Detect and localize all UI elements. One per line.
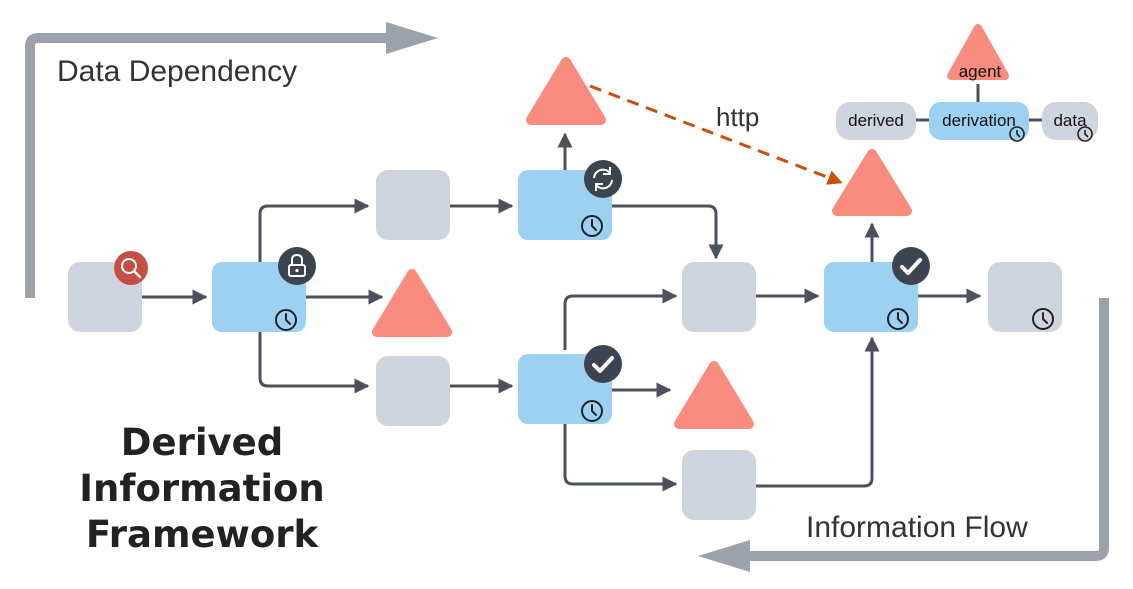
connector-derivation-3-to-data-mid [563, 288, 678, 350]
http-label: http [716, 102, 759, 132]
data-dependency-arrow [25, 22, 438, 298]
legend-agent-shape [947, 24, 1009, 80]
page-title: Derived Information Framework [52, 420, 352, 558]
title-line: Information [79, 467, 325, 510]
connector-data-bottom-to-derivation-4 [756, 336, 880, 488]
refresh-icon[interactable] [584, 160, 622, 198]
legend-derivation-shape [929, 102, 1029, 140]
search-icon[interactable] [114, 251, 148, 285]
http-arrow [589, 84, 843, 185]
clock-icon [887, 308, 909, 330]
data-node-upper[interactable] [376, 170, 450, 240]
derivation-node-1[interactable] [212, 262, 306, 332]
legend: agent derived derivation data [836, 24, 1098, 142]
agents [372, 57, 912, 429]
clock-icon [581, 215, 603, 237]
connector-derivation-1-to-data-upper [258, 198, 370, 262]
legend-data-shape [1042, 102, 1098, 140]
data-node-bottom[interactable] [682, 450, 756, 520]
data-node-mid[interactable] [682, 262, 756, 332]
legend-agent-label: agent [959, 62, 1002, 81]
connector-derivation-3-to-data-bottom [563, 424, 678, 492]
connector-derivation-1-to-data-lower [258, 332, 370, 394]
information-flow-arrow [698, 298, 1109, 572]
clock-icon [581, 400, 603, 422]
legend-derived-label: derived [848, 111, 904, 130]
clock-icon [275, 309, 297, 331]
check-icon[interactable] [584, 345, 622, 383]
title-line: Framework [85, 513, 319, 556]
clock-icon [1009, 126, 1025, 142]
title-line: Derived [120, 421, 284, 464]
clock-icons [275, 215, 1054, 422]
data-node-output[interactable] [988, 262, 1062, 332]
check-icon[interactable] [892, 247, 930, 285]
data-node-lower[interactable] [376, 356, 450, 426]
clock-icon [1032, 308, 1054, 330]
data-dependency-label: Data Dependency [57, 55, 297, 88]
legend-derivation-label: derivation [942, 111, 1016, 130]
connector-derivation-2-to-data-mid [612, 204, 724, 260]
agent-right[interactable] [832, 149, 912, 216]
agent-top[interactable] [526, 57, 606, 125]
derivation-node-4[interactable] [824, 262, 918, 332]
information-flow-label: Information Flow [806, 511, 1028, 544]
legend-derived-shape [836, 102, 916, 140]
agent-bottom[interactable] [674, 361, 754, 429]
lock-icon[interactable] [278, 247, 316, 285]
clock-icon [1077, 126, 1093, 142]
agent-left[interactable] [372, 269, 452, 337]
connectors [142, 132, 982, 492]
legend-data-label: data [1053, 111, 1087, 130]
